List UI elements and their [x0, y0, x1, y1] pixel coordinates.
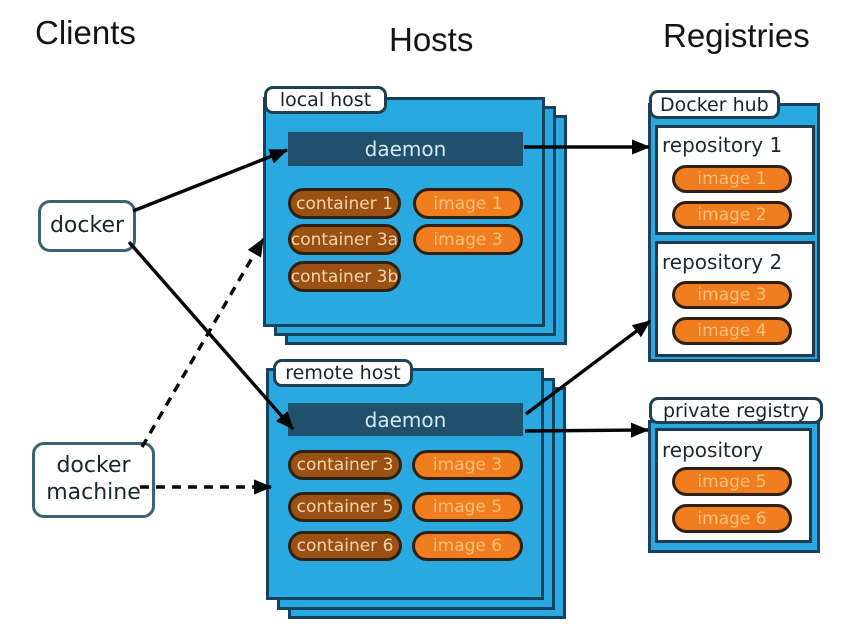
local-host-daemon-bar: daemon: [288, 132, 523, 166]
image-pill: image 5: [412, 492, 523, 522]
image-pill: image 4: [672, 317, 792, 345]
image-pill: image 6: [412, 531, 523, 561]
container-pill: container 1: [288, 188, 401, 219]
image-pill: image 3: [413, 224, 523, 255]
column-title-clients: Clients: [35, 14, 136, 51]
image-pill: image 1: [672, 165, 792, 193]
repository-1-name: repository 1: [662, 133, 783, 157]
image-pill: image 3: [672, 281, 792, 309]
container-pill: container 3: [288, 450, 402, 480]
container-pill: container 3b: [288, 261, 401, 292]
docker-hub-label: Docker hub: [649, 90, 780, 119]
image-pill: image 1: [413, 188, 523, 219]
image-pill: image 3: [412, 450, 523, 480]
local-host-label: local host: [264, 86, 387, 114]
image-pill: image 2: [672, 201, 792, 229]
container-pill: container 3a: [288, 224, 401, 255]
image-pill: image 5: [672, 467, 792, 496]
column-title-hosts: Hosts: [389, 21, 474, 58]
remote-host-label: remote host: [273, 359, 413, 387]
container-pill: container 5: [288, 492, 402, 522]
remote-host-daemon-bar: daemon: [288, 403, 523, 436]
container-pill: container 6: [288, 531, 402, 561]
docker-client-node: docker: [38, 200, 136, 252]
docker-machine-node: docker machine: [32, 442, 155, 518]
private-repository-name: repository: [662, 438, 764, 462]
image-pill: image 6: [672, 504, 792, 533]
repository-2-name: repository 2: [662, 250, 783, 274]
column-title-registries: Registries: [663, 17, 810, 54]
private-registry-label: private registry: [649, 397, 823, 424]
arrow-docker-machine-to-local-host-dashed: [140, 237, 265, 448]
